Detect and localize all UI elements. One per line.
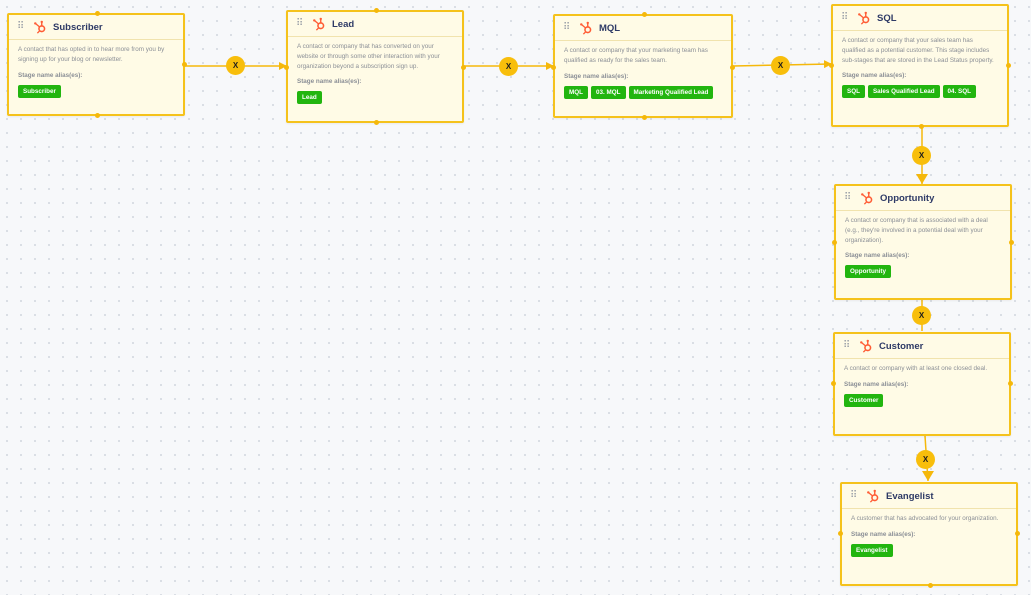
node-header: ⠿ Lead [288, 12, 462, 37]
hubspot-sprocket-icon [313, 17, 325, 31]
node-description: A contact or company that your marketing… [564, 47, 708, 64]
alias-chips: Subscriber [18, 84, 174, 98]
node-port[interactable] [831, 381, 836, 386]
node-port[interactable] [1006, 63, 1011, 68]
node-sql[interactable]: ⠿ SQL A contact or company that your sal… [829, 4, 1011, 129]
node-port[interactable] [642, 12, 647, 17]
edge-arrowhead-evangelist [922, 471, 934, 481]
node-evangelist[interactable]: ⠿ Evangelist A customer that has advocat… [838, 482, 1020, 588]
delete-edge-button[interactable]: X [912, 306, 931, 325]
node-port[interactable] [461, 65, 466, 70]
delete-edge-button[interactable]: X [499, 57, 518, 76]
node-customer[interactable]: ⠿ Customer A contact or company with at … [831, 332, 1013, 436]
hubspot-sprocket-icon [34, 20, 46, 34]
node-port[interactable] [95, 11, 100, 16]
node-port[interactable] [832, 240, 837, 245]
node-port[interactable] [919, 124, 924, 129]
node-port[interactable] [928, 583, 933, 588]
node-port[interactable] [551, 65, 556, 70]
alias-label: Stage name alias(es): [845, 252, 910, 260]
node-port[interactable] [374, 120, 379, 125]
node-lead[interactable]: ⠿ Lead A contact or company that has con… [284, 8, 466, 125]
alias-chips: Opportunity [845, 265, 1001, 279]
alias-chips: Customer [844, 393, 1000, 407]
node-title: Evangelist [886, 490, 934, 502]
hubspot-sprocket-icon [861, 191, 873, 205]
node-opportunity[interactable]: ⠿ Opportunity A contact or company that … [832, 184, 1014, 300]
alias-chip: Evangelist [851, 543, 893, 557]
node-port[interactable] [95, 113, 100, 118]
alias-chips: MQL 03. MQL Marketing Qualified Lead [564, 85, 722, 99]
drag-handle-icon[interactable]: ⠿ [296, 18, 303, 29]
node-header: ⠿ Subscriber [9, 15, 183, 40]
node-title: Subscriber [53, 21, 103, 33]
alias-chips: Lead [297, 91, 453, 105]
alias-chip: 03. MQL [591, 85, 626, 99]
node-header: ⠿ Customer [835, 334, 1009, 359]
alias-label: Stage name alias(es): [564, 72, 629, 80]
hubspot-sprocket-icon [867, 489, 879, 503]
node-port[interactable] [284, 65, 289, 70]
node-header: ⠿ Evangelist [842, 484, 1016, 509]
node-title: Lead [332, 18, 355, 30]
edge-arrowhead-opportunity [916, 174, 928, 184]
node-mql[interactable]: ⠿ MQL A contact or company that your mar… [551, 12, 735, 120]
node-port[interactable] [182, 62, 187, 67]
node-port[interactable] [1009, 240, 1014, 245]
node-port[interactable] [1008, 381, 1013, 386]
node-header: ⠿ MQL [555, 16, 731, 41]
delete-edge-button[interactable]: X [916, 450, 935, 469]
hubspot-sprocket-icon [860, 339, 872, 353]
node-description: A contact or company that has converted … [297, 43, 440, 70]
node-title: Opportunity [880, 192, 935, 204]
node-port[interactable] [730, 65, 735, 70]
drag-handle-icon[interactable]: ⠿ [843, 340, 850, 351]
alias-label: Stage name alias(es): [844, 380, 909, 388]
alias-chip: SQL [842, 85, 865, 99]
alias-chip: Subscriber [18, 84, 61, 98]
alias-chips: Evangelist [851, 543, 1007, 557]
drag-handle-icon[interactable]: ⠿ [844, 192, 851, 203]
node-description: A contact or company with at least one c… [844, 365, 988, 372]
alias-chip: 04. SQL [942, 85, 976, 99]
alias-chip: Marketing Qualified Lead [628, 85, 714, 99]
alias-label: Stage name alias(es): [842, 72, 907, 80]
alias-chip: Opportunity [845, 265, 892, 279]
alias-label: Stage name alias(es): [297, 78, 362, 86]
node-description: A contact or company that is associated … [845, 217, 988, 244]
drag-handle-icon[interactable]: ⠿ [563, 22, 570, 33]
node-port[interactable] [829, 63, 834, 68]
node-port[interactable] [642, 115, 647, 120]
alias-label: Stage name alias(es): [18, 71, 83, 79]
node-title: SQL [877, 12, 897, 24]
node-title: Customer [879, 340, 924, 352]
alias-chip: MQL [564, 85, 588, 99]
delete-edge-button[interactable]: X [226, 56, 245, 75]
alias-chip: Customer [844, 393, 884, 407]
alias-chip: Sales Qualified Lead [867, 85, 940, 99]
delete-edge-button[interactable]: X [771, 56, 790, 75]
alias-chips: SQL Sales Qualified Lead 04. SQL [842, 85, 998, 99]
drag-handle-icon[interactable]: ⠿ [841, 12, 848, 23]
delete-edge-button[interactable]: X [912, 146, 931, 165]
node-description: A contact that has opted in to hear more… [18, 46, 165, 63]
node-subscriber[interactable]: ⠿ Subscriber A contact that has opted in… [7, 11, 187, 118]
node-header: ⠿ SQL [833, 6, 1007, 31]
drag-handle-icon[interactable]: ⠿ [850, 490, 857, 501]
alias-chip: Lead [297, 91, 322, 105]
node-title: MQL [599, 22, 621, 34]
node-description: A contact or company that your sales tea… [842, 37, 994, 64]
hubspot-sprocket-icon [580, 21, 592, 35]
node-description: A customer that has advocated for your o… [851, 515, 999, 522]
node-port[interactable] [374, 8, 379, 13]
node-port[interactable] [1015, 531, 1020, 536]
node-port[interactable] [838, 531, 843, 536]
node-header: ⠿ Opportunity [836, 186, 1010, 211]
drag-handle-icon[interactable]: ⠿ [17, 21, 24, 32]
alias-label: Stage name alias(es): [851, 530, 916, 538]
hubspot-sprocket-icon [858, 11, 870, 25]
